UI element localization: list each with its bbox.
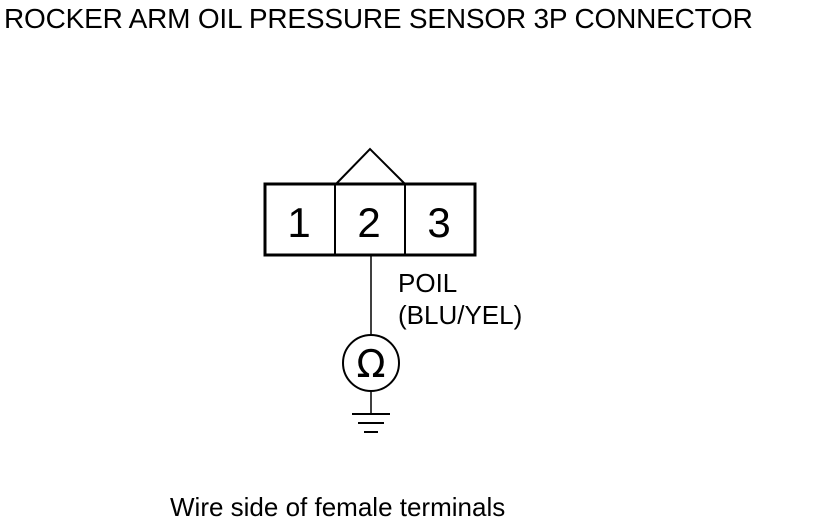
pin-1-label: 1 [287, 199, 310, 246]
ohm-symbol: Ω [356, 342, 385, 386]
wire-color-label: (BLU/YEL) [398, 300, 523, 330]
connector-lock-tab [335, 147, 406, 185]
wire-signal-label: POIL [398, 268, 458, 298]
pin-2-label: 2 [357, 199, 380, 246]
connector-housing [263, 182, 477, 257]
diagram-title: ROCKER ARM OIL PRESSURE SENSOR 3P CONNEC… [4, 3, 753, 34]
ohmmeter-icon: Ω [342, 334, 400, 392]
diagram-caption: Wire side of female terminals [170, 492, 506, 522]
ground-icon [352, 413, 390, 433]
pin-3-label: 3 [427, 199, 450, 246]
